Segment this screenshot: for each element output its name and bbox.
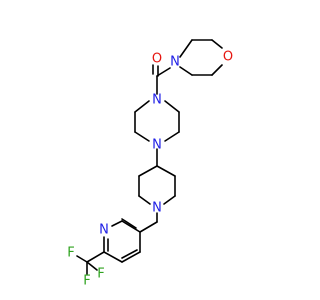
- atom-label-piperazine-nitrogen-top: N: [152, 93, 162, 108]
- atom-label-piperidine-nitrogen: N: [152, 201, 162, 216]
- bond-morph-1: [179, 39, 193, 58]
- bond-morph-4: [211, 64, 223, 76]
- bond-pyr-5: [121, 251, 141, 263]
- bond-ch2-c: [139, 221, 158, 233]
- canvas-background: [0, 0, 300, 300]
- bond-morph-3: [211, 39, 223, 49]
- bond-pip-1: [134, 100, 150, 113]
- bond-cf3-f1: [76, 255, 88, 263]
- bond-piper-3: [138, 195, 151, 205]
- bond-pyr-2: [111, 220, 123, 227]
- bond-cf3-f3: [86, 261, 98, 271]
- bond-piper-4: [163, 195, 176, 205]
- bond-pyr-1b: [121, 218, 137, 229]
- bond-pyr-cf3: [86, 251, 105, 263]
- bonds: [76, 39, 223, 275]
- atom-label-morpholine-oxygen: O: [223, 50, 233, 65]
- bond-pip-6: [164, 100, 180, 113]
- bond-pip-4: [164, 131, 180, 142]
- bond-pip-3: [134, 131, 150, 142]
- atom-label-morpholine-nitrogen: N: [170, 55, 180, 70]
- bond-pyr-1: [121, 220, 141, 233]
- bond-carbonyl-morph-n: [156, 67, 171, 77]
- atom-label-piperazine-nitrogen-bottom: N: [152, 138, 162, 153]
- atom-labels: O N O N N N N F F F: [67, 50, 233, 289]
- atom-label-carbonyl-oxygen: O: [152, 52, 162, 67]
- atom-label-pyridine-nitrogen: N: [99, 223, 109, 238]
- bond-pyr-5b: [121, 249, 138, 259]
- bond-pyr-4: [103, 251, 123, 263]
- atom-label-fluorine-3: F: [97, 267, 104, 282]
- atom-label-fluorine-2: F: [83, 274, 90, 289]
- bond-piper-6: [156, 165, 176, 177]
- molecule-structure-diagram: O N O N N N N F F F: [0, 0, 300, 300]
- bond-piper-1: [138, 165, 158, 177]
- bond-morph-6: [179, 66, 193, 76]
- atom-label-fluorine-1: F: [67, 246, 74, 261]
